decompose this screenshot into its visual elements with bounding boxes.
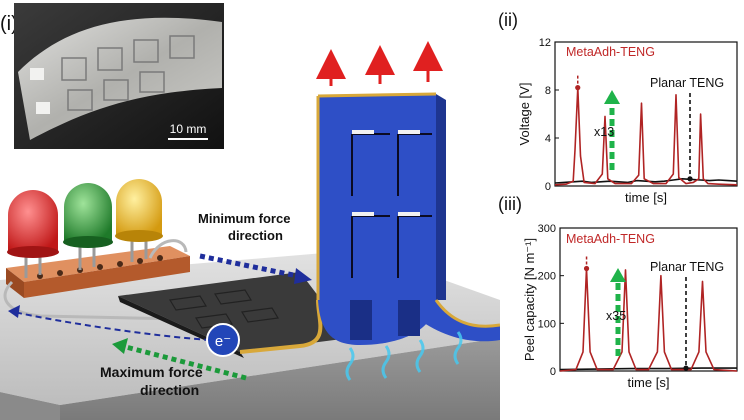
enhancement-arrowhead [610,268,626,282]
panel-label: (iii) [498,194,522,214]
y-tick-label: 200 [538,271,556,283]
floor-front [60,338,500,420]
max-force-indicator: Maximum force direction [100,338,247,398]
x-axis-label: time [s] [628,375,670,390]
max-force-label-line2: direction [140,382,199,398]
min-force-label-line2: direction [228,228,283,243]
metaadh-teng-label: MetaAdh-TENG [566,45,655,59]
green-led [63,183,113,270]
y-axis-label: Peel capacity [N m⁻¹] [522,238,537,361]
electron-badge [206,323,240,357]
enhancement-factor: x35 [606,309,626,323]
enhancement-arrowhead [604,90,620,104]
yellow-led [115,179,163,262]
metaadh-series-line [554,86,738,186]
red-led [7,190,59,278]
electron-label: e⁻ [215,333,231,350]
y-tick-label: 4 [545,133,551,145]
x-axis-label: time [s] [625,190,667,205]
min-force-label-line1: Minimum force [198,211,290,226]
planar-series-line [554,178,738,184]
y-tick-label: 300 [538,223,556,235]
metaadh-teng-label: MetaAdh-TENG [566,232,655,246]
metaadh-series-line [559,267,738,372]
scale-bar-label: 10 mm [170,122,207,136]
led-board [6,246,190,298]
plot-frame [559,227,738,372]
y-tick-label: 0 [550,366,556,378]
y-axis-label: Voltage [V] [517,83,532,146]
charge-glow [345,331,463,381]
electron-flow: e⁻ [8,305,240,357]
meta-adhesive-device [316,41,500,345]
planar-peak-marker [687,176,693,182]
y-tick-label: 12 [539,37,551,49]
wire [3,280,231,322]
panel-label: (i) [0,13,18,35]
max-force-label-line1: Maximum force [100,364,203,380]
planar-teng-label: Planar TENG [650,76,724,90]
enhancement-factor: x13 [594,125,614,139]
plot-frame [554,41,738,187]
y-tick-label: 100 [538,318,556,330]
device-illustration: (i) 10 mm [0,3,500,420]
metaadh-peak-marker [575,85,581,91]
min-force-indicator: Minimum force direction [198,211,312,284]
device-photo: 10 mm [14,3,224,149]
metaadh-peak-marker [583,265,590,272]
y-tick-label: 0 [545,181,551,193]
y-tick-label: 8 [545,85,551,97]
planar-teng-label: Planar TENG [650,260,724,274]
planar-peak-marker [683,365,689,371]
panel-label: (ii) [498,10,518,30]
